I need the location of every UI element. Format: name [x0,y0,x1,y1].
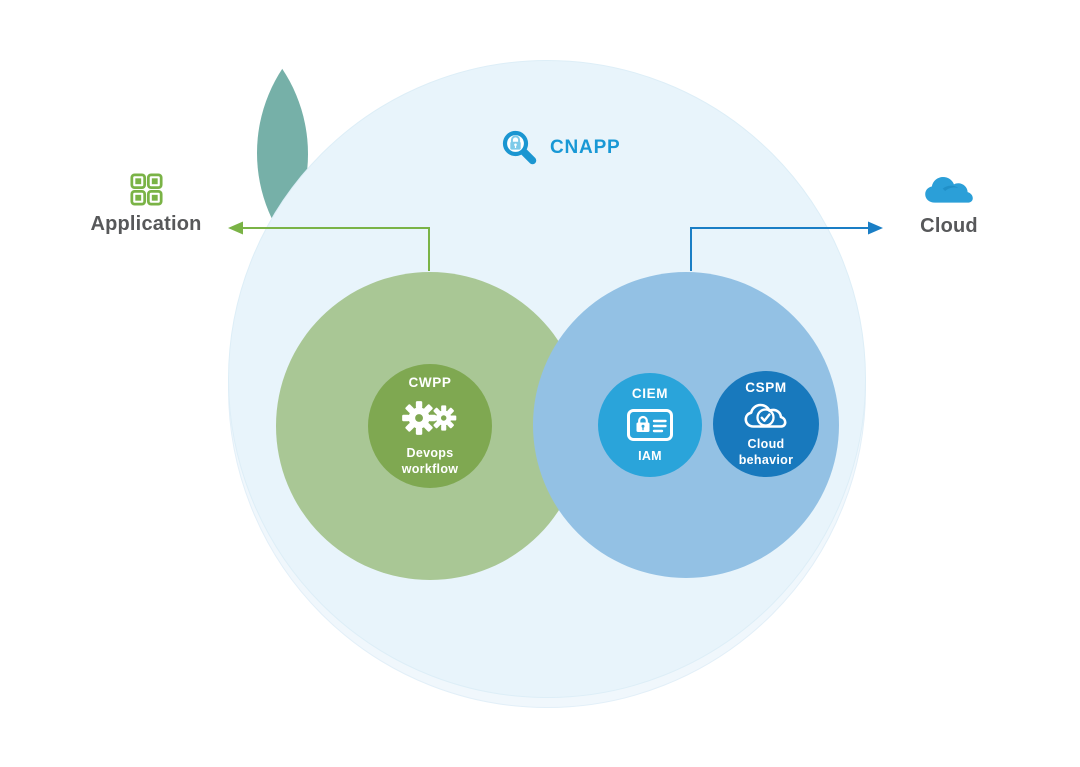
cwpp-title: CWPP [408,375,452,391]
ciem-circle: CIEM IAM [598,373,702,477]
cloud-label-group: Cloud [869,175,1029,238]
ciem-title: CIEM [631,385,669,401]
gears-icon [402,401,457,436]
cwpp-subtitle: Devops workflow [401,446,459,476]
cloud-check-icon [744,403,787,429]
cspm-title: CSPM [745,380,787,396]
cnapp-title-group: CNAPP [501,130,621,172]
id-card-lock-icon [627,408,673,441]
application-label-group: Application [46,173,246,236]
app-grid-icon [129,173,163,206]
cloud-icon [925,176,973,203]
application-label: Application [90,213,202,235]
ciem-subtitle: IAM [638,448,662,463]
cwpp-circle: CWPP [368,364,492,488]
magnifier-lock-icon [502,130,537,165]
cloud-label: Cloud [920,215,978,237]
cnapp-title: CNAPP [550,137,621,158]
cspm-subtitle: Cloud behavior [738,437,794,467]
cspm-circle: CSPM Cloud behavior [713,371,819,477]
